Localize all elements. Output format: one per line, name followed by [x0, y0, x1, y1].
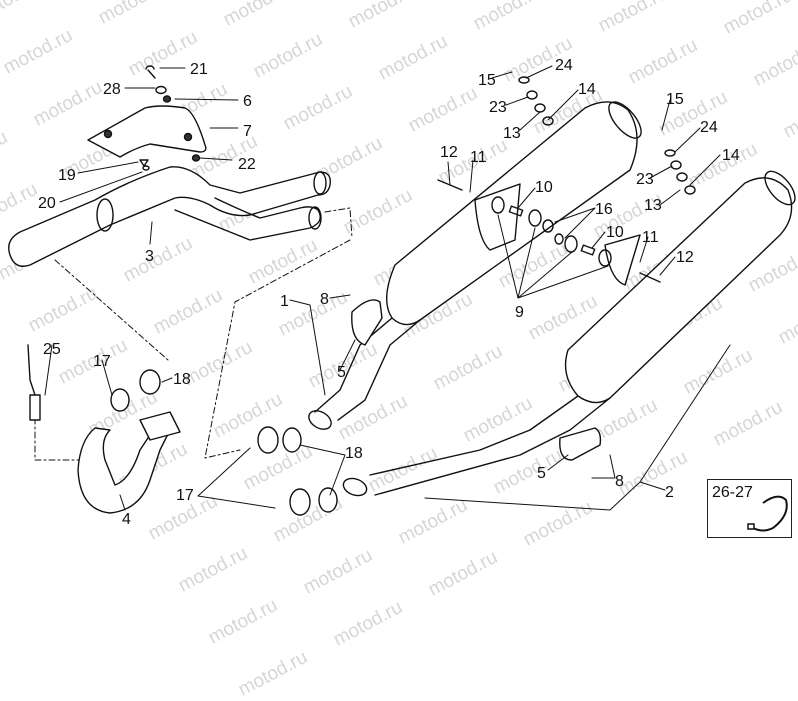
callout-20: 20 — [38, 195, 56, 212]
watermark-text: motod.ru — [235, 646, 312, 701]
callout-5: 5 — [537, 465, 546, 482]
watermark-text: motod.ru — [205, 594, 282, 649]
callout-12: 12 — [676, 249, 694, 266]
callout-25: 25 — [43, 341, 61, 358]
diagram-drawing — [8, 65, 796, 516]
callout-22: 22 — [238, 156, 256, 173]
inset-label: 26-27 — [712, 484, 753, 501]
callout-19: 19 — [58, 167, 76, 184]
callout-2: 2 — [665, 484, 674, 501]
callout-1: 1 — [280, 293, 289, 310]
callout-4: 4 — [122, 511, 131, 528]
callout-24: 24 — [700, 119, 718, 136]
callout-18: 18 — [345, 445, 363, 462]
watermark-text: motod.ru — [330, 596, 407, 651]
callout-28: 28 — [103, 81, 121, 98]
callout-7: 7 — [243, 123, 252, 140]
pipe-end-1 — [308, 410, 332, 430]
washer-28 — [155, 85, 167, 95]
callout-6: 6 — [243, 93, 252, 110]
nut-6 — [162, 95, 172, 103]
callout-14: 14 — [722, 147, 740, 164]
heat-shield-part — [87, 105, 207, 158]
pipe-end-2 — [342, 477, 368, 497]
callout-17: 17 — [176, 487, 194, 504]
callout-14: 14 — [578, 81, 596, 98]
inset-box-clamp: 26-27 — [707, 479, 792, 538]
callout-18: 18 — [173, 371, 191, 388]
bolt-12b — [639, 272, 661, 283]
front-pipe-part — [77, 419, 171, 514]
callout-8: 8 — [615, 473, 624, 490]
callout-24: 24 — [555, 57, 573, 74]
bolt-21 — [145, 65, 156, 79]
bracket-5a — [351, 299, 383, 346]
callout-17: 17 — [93, 353, 111, 370]
flange — [139, 411, 181, 441]
callout-10: 10 — [606, 224, 624, 241]
callout-5: 5 — [337, 364, 346, 381]
callout-21: 21 — [190, 61, 208, 78]
callout-15: 15 — [666, 91, 684, 108]
muffler-2-part — [564, 177, 793, 404]
nut-22 — [191, 154, 201, 162]
callout-10: 10 — [535, 179, 553, 196]
callout-3: 3 — [145, 248, 154, 265]
callout-12: 12 — [440, 144, 458, 161]
callout-8: 8 — [320, 291, 329, 308]
callout-11: 11 — [470, 149, 487, 166]
callout-23: 23 — [489, 99, 507, 116]
callout-13: 13 — [503, 125, 521, 142]
callout-23: 23 — [636, 171, 654, 188]
callout-9: 9 — [515, 304, 524, 321]
callout-16: 16 — [595, 201, 613, 218]
y-pipe-part — [8, 166, 331, 267]
callout-15: 15 — [478, 72, 496, 89]
bracket-5b — [559, 427, 602, 461]
callout-13: 13 — [644, 197, 662, 214]
callout-11: 11 — [642, 229, 659, 246]
bolt-19 — [139, 159, 149, 167]
clamp-icon — [747, 495, 788, 532]
